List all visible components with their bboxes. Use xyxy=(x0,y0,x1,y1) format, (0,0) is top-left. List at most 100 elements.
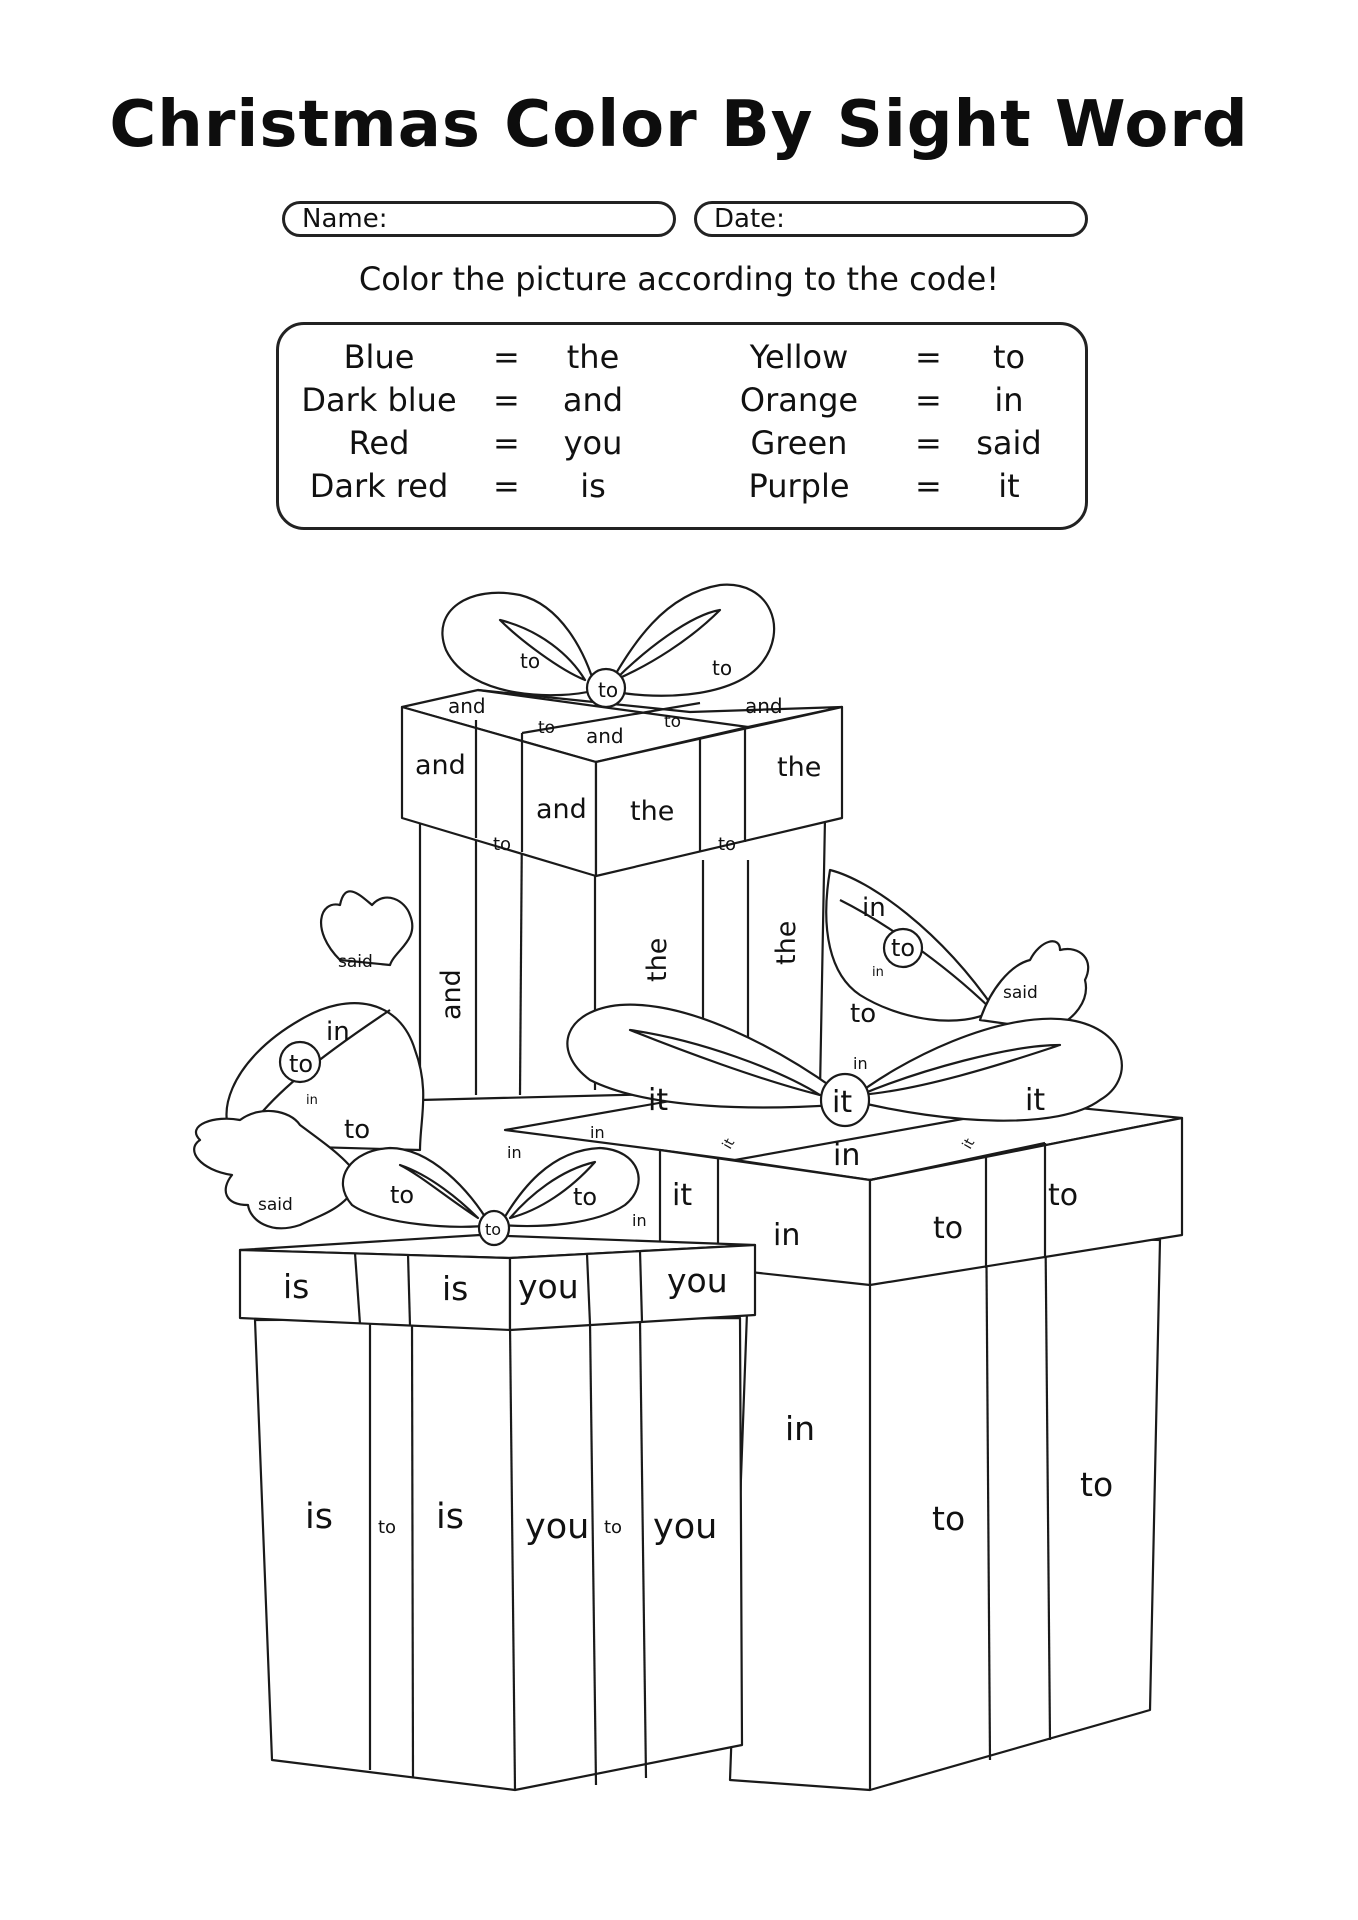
picture-word: is xyxy=(305,1497,333,1537)
bow-loop-right xyxy=(604,583,776,697)
picture-word: and xyxy=(536,794,587,825)
picture-word: the xyxy=(630,796,674,827)
color-key: Blue = the Dark blue = and Red = you Dar… xyxy=(276,322,1088,530)
picture-word: to xyxy=(598,678,618,702)
key-row: Blue = the xyxy=(279,337,679,377)
picture-word: to xyxy=(520,649,540,673)
picture-word: you xyxy=(653,1507,717,1547)
page-title: Christmas Color By Sight Word xyxy=(109,88,1249,162)
picture-word: to xyxy=(289,1050,313,1078)
key-equals: = xyxy=(915,381,942,419)
key-color: Red xyxy=(348,424,410,462)
key-row: Red = you xyxy=(279,423,679,463)
picture-word: is xyxy=(442,1269,468,1308)
picture-word: to xyxy=(573,1183,597,1211)
picture-word: the xyxy=(771,921,802,965)
key-row: Green = said xyxy=(699,423,1079,463)
picture-word: and xyxy=(448,694,486,718)
picture-word: to xyxy=(344,1115,370,1145)
key-word: it xyxy=(998,467,1020,505)
date-label: Date: xyxy=(714,204,785,234)
picture-word: in xyxy=(862,893,886,923)
picture-word: in xyxy=(632,1211,647,1230)
date-field[interactable]: Date: xyxy=(694,201,1088,237)
picture-word: to xyxy=(932,1499,965,1538)
key-color: Orange xyxy=(739,381,859,419)
picture-word: it xyxy=(1025,1083,1045,1118)
picture-word: in xyxy=(326,1017,350,1047)
picture-word: is xyxy=(283,1267,309,1306)
right-bell xyxy=(825,868,1090,1032)
key-word: you xyxy=(563,424,623,462)
small-gift-lid-front xyxy=(238,1248,512,1332)
left-bell xyxy=(193,890,425,1230)
picture-word: to xyxy=(850,999,876,1029)
bow-loop-left xyxy=(341,1146,492,1228)
bow-loop-right xyxy=(848,1017,1123,1122)
picture-word: and xyxy=(436,969,467,1020)
picture-word: in xyxy=(833,1138,860,1173)
picture-word: to xyxy=(538,718,555,738)
key-row: Orange = in xyxy=(699,380,1079,420)
key-equals: = xyxy=(915,338,942,376)
key-word: to xyxy=(992,338,1026,376)
key-equals: = xyxy=(493,381,520,419)
key-color: Dark red xyxy=(309,467,449,505)
picture-word: to xyxy=(718,834,736,855)
key-equals: = xyxy=(493,338,520,376)
small-gift-lid-side xyxy=(508,1243,757,1332)
instructions: Color the picture according to the code! xyxy=(358,260,1000,298)
bow-knot xyxy=(819,1072,871,1128)
picture-word: the xyxy=(642,938,673,982)
holly-leaf xyxy=(193,1109,362,1230)
picture-word: to xyxy=(891,934,915,962)
picture-word: it xyxy=(648,1083,668,1118)
picture-word: to xyxy=(390,1181,414,1209)
picture-word: it xyxy=(832,1085,852,1120)
sight-words: to to to and to and to and and to and th… xyxy=(258,649,1113,1547)
picture-word: to xyxy=(1080,1465,1113,1504)
picture-word: and xyxy=(415,750,466,781)
picture-word: in xyxy=(773,1218,800,1253)
key-color: Yellow xyxy=(749,338,849,376)
picture-word: to xyxy=(712,656,732,680)
picture-word: in xyxy=(507,1143,522,1162)
picture-word: it xyxy=(672,1178,692,1213)
holly-leaf xyxy=(320,890,414,967)
name-field[interactable]: Name: xyxy=(282,201,676,237)
key-row: Dark blue = and xyxy=(279,380,679,420)
key-equals: = xyxy=(915,467,942,505)
picture-word: in xyxy=(853,1054,868,1073)
key-row: Dark red = is xyxy=(279,466,679,506)
picture-word: to xyxy=(664,712,681,732)
key-word: said xyxy=(976,424,1042,462)
key-equals: = xyxy=(493,467,520,505)
key-word: and xyxy=(562,381,624,419)
small-gift-body xyxy=(253,1316,744,1792)
key-color: Dark blue xyxy=(301,381,457,419)
picture-word: in xyxy=(306,1093,318,1108)
picture-word: is xyxy=(436,1497,464,1537)
picture-word: in xyxy=(785,1409,815,1448)
key-color: Green xyxy=(750,424,848,462)
key-word: the xyxy=(566,338,620,376)
key-equals: = xyxy=(915,424,942,462)
picture-word: you xyxy=(525,1507,589,1547)
picture-word: said xyxy=(1003,983,1038,1003)
picture-word: said xyxy=(338,952,373,972)
bow-loop-left xyxy=(441,591,598,697)
key-row: Purple = it xyxy=(699,466,1079,506)
key-row: Yellow = to xyxy=(699,337,1079,377)
picture-word: to xyxy=(493,834,511,855)
key-word: in xyxy=(994,381,1024,419)
right-gift-lid-side xyxy=(868,1116,1184,1287)
picture-word: the xyxy=(777,752,821,783)
bow-knot xyxy=(477,1209,511,1247)
picture-word: you xyxy=(667,1261,728,1300)
picture-word: said xyxy=(258,1195,293,1215)
key-color: Blue xyxy=(343,338,415,376)
small-gift xyxy=(238,1233,757,1792)
name-label: Name: xyxy=(302,204,388,234)
small-bow xyxy=(341,1146,640,1247)
